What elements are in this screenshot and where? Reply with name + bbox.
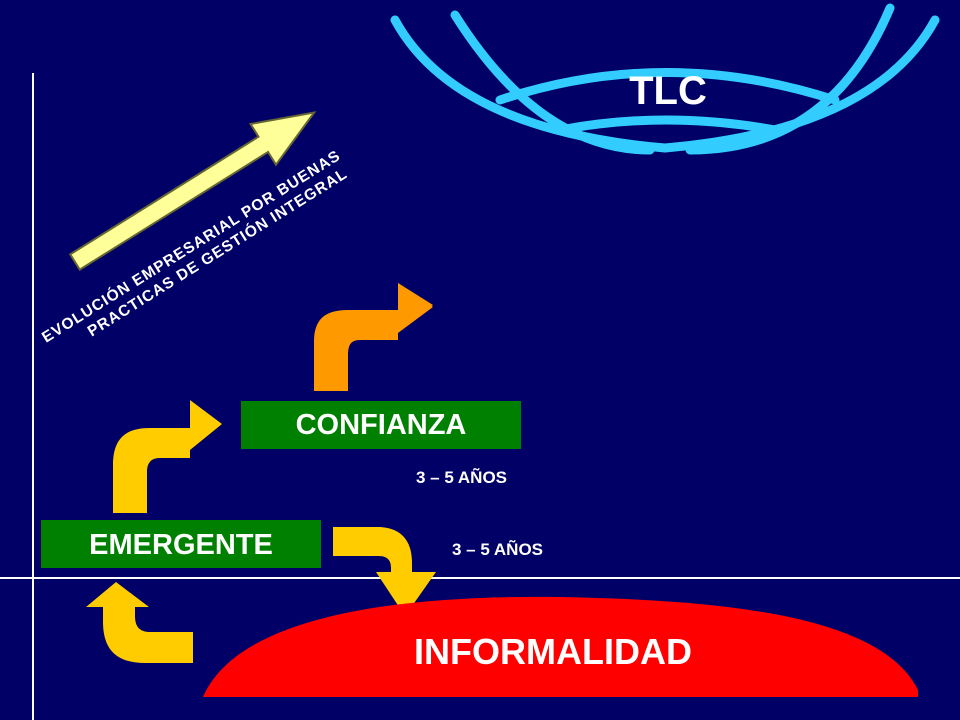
globe-icon [390,3,940,155]
tlc-label: TLC [629,69,707,113]
duration-label-upper: 3 – 5 AÑOS [416,467,507,487]
emergente-box [41,520,321,568]
informalidad-label: INFORMALIDAD [414,631,692,672]
curved-arrow-yellow-up-icon [113,400,222,513]
arrow-up-right-icon [68,111,317,272]
confianza-label: CONFIANZA [296,409,467,441]
evolution-label-line2: PRACTICAS DE GESTIÓN INTEGRAL [84,164,350,340]
curved-arrow-yellow-return-icon [86,582,193,663]
emergente-label: EMERGENTE [89,529,273,561]
curved-arrow-yellow-down-icon [333,527,436,616]
confianza-box [241,401,521,449]
duration-label-lower: 3 – 5 AÑOS [452,539,543,559]
informalidad-shape [203,596,918,697]
curved-arrow-orange-icon [314,283,433,391]
